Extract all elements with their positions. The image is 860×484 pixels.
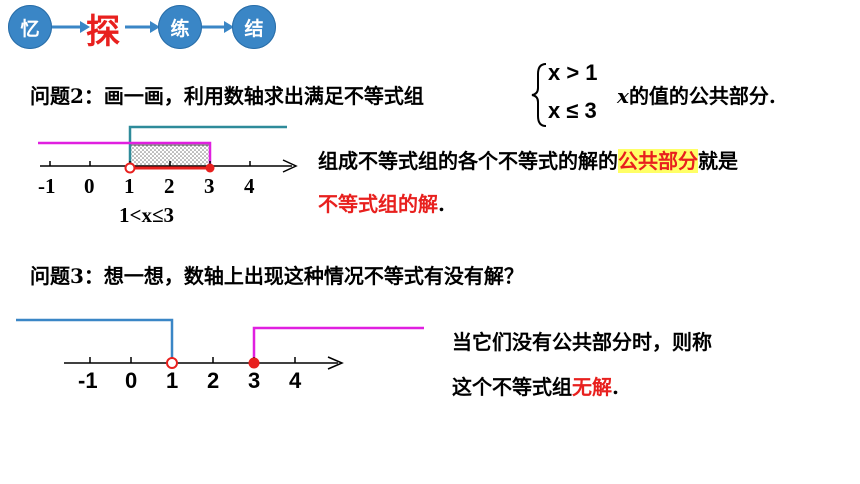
explanation2-line1: 当它们没有公共部分时，则称 [452, 330, 712, 354]
tick-label: 3 [204, 174, 215, 198]
question2-suffix: x的值的公共部分. [617, 84, 776, 108]
question3-prompt: 问题3：想一想，数轴上出现这种情况不等式有没有解？ [30, 264, 524, 288]
tick-label: 1 [124, 174, 135, 198]
nav-step-recall[interactable]: 忆 [8, 5, 52, 49]
tick-label: 0 [125, 368, 138, 393]
variable-x: x [617, 84, 629, 108]
tick-label: 4 [244, 174, 255, 198]
tick-label: -1 [78, 368, 98, 393]
question2-text: 问题2：画一画，利用数轴求出满足不等式组 [30, 84, 424, 108]
ray-right [252, 326, 424, 362]
ray-x-le-3 [38, 141, 212, 165]
tick-label: -1 [38, 174, 56, 198]
explanation1-line1: 组成不等式组的各个不等式的解的公共部分就是 [318, 149, 738, 173]
tick-label: 4 [289, 368, 302, 393]
tick-label: 2 [207, 368, 220, 393]
system-brace [531, 63, 547, 127]
tick-label: 3 [248, 368, 261, 393]
open-dot-1 [124, 162, 136, 174]
nav-step-summary[interactable]: 结 [232, 5, 276, 49]
number-line-2 [16, 318, 424, 370]
solution-label: 1<x≤3 [119, 203, 174, 227]
question2-prompt: 问题2：画一画，利用数轴求出满足不等式组 [30, 80, 424, 109]
open-dot [166, 357, 178, 369]
nav-arrows [52, 21, 234, 33]
tick-label: 2 [164, 174, 175, 198]
axis-2-arrow [327, 356, 344, 370]
explanation1-line2: 不等式组的解. [318, 192, 445, 216]
closed-dot-3 [205, 163, 215, 173]
axis-1-arrow [282, 159, 298, 173]
explanation2-line2: 这个不等式组无解. [452, 375, 619, 399]
ray-x-greater-1 [128, 125, 287, 165]
no-solution-text: 无解 [572, 375, 612, 399]
system-ineq-2: x ≤ 3 [548, 98, 597, 123]
number-line-1 [38, 125, 298, 174]
ray-left [16, 318, 174, 362]
system-ineq-1: x > 1 [548, 60, 598, 85]
nav-step-explore[interactable]: 探 [86, 12, 120, 52]
tick-label: 1 [166, 368, 179, 393]
tick-label: 0 [84, 174, 95, 198]
nav-step-practice[interactable]: 练 [158, 5, 202, 49]
highlight-common-part: 公共部分 [618, 149, 698, 173]
closed-dot [248, 357, 260, 369]
